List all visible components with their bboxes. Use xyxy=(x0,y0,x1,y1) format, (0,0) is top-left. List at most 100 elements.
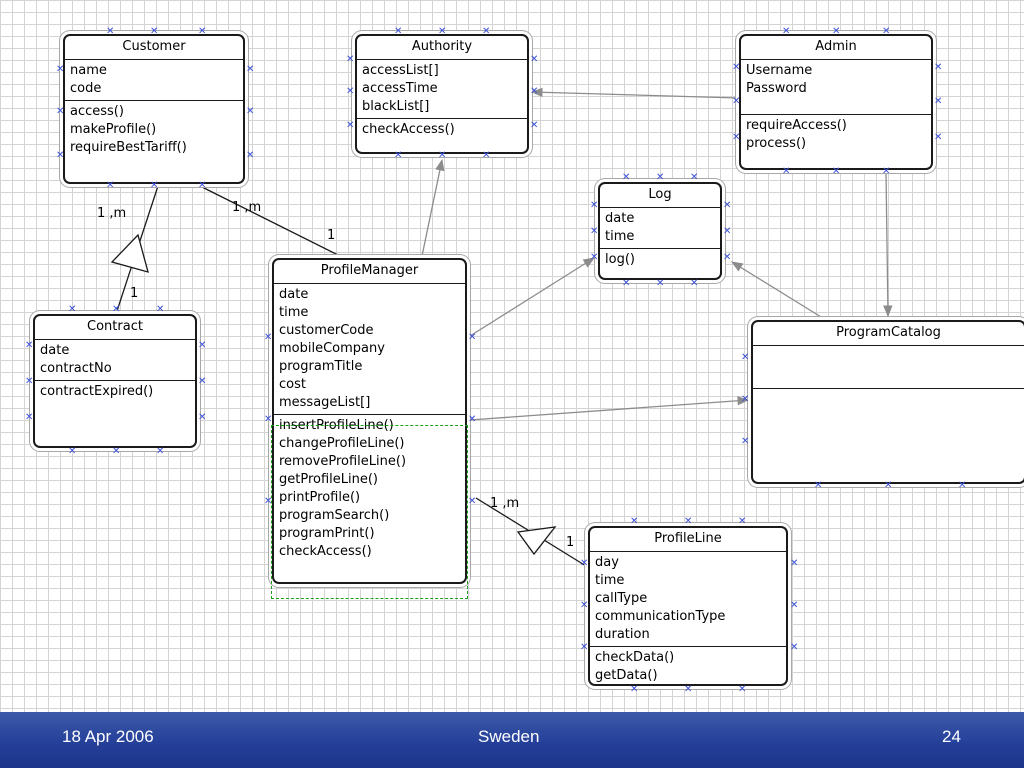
selection-handle-icon[interactable]: ✕ xyxy=(580,558,589,569)
selection-handle-icon[interactable]: ✕ xyxy=(156,446,165,457)
selection-handle-icon[interactable]: ✕ xyxy=(590,252,599,263)
class-contract[interactable]: Contract date contractNo contractExpired… xyxy=(33,314,197,448)
selection-handle-icon[interactable]: ✕ xyxy=(106,26,115,37)
selection-handle-icon[interactable]: ✕ xyxy=(790,558,799,569)
selection-handle-icon[interactable]: ✕ xyxy=(482,150,491,161)
selection-handle-icon[interactable]: ✕ xyxy=(264,332,273,343)
connector-admin-programcatalog[interactable] xyxy=(883,171,893,318)
selection-handle-icon[interactable]: ✕ xyxy=(723,226,732,237)
selection-handle-icon[interactable]: ✕ xyxy=(468,332,477,343)
selection-handle-icon[interactable]: ✕ xyxy=(656,172,665,183)
selection-handle-icon[interactable]: ✕ xyxy=(112,304,121,315)
selection-handle-icon[interactable]: ✕ xyxy=(246,150,255,161)
selection-handle-icon[interactable]: ✕ xyxy=(112,446,121,457)
selection-handle-icon[interactable]: ✕ xyxy=(790,642,799,653)
selection-handle-icon[interactable]: ✕ xyxy=(198,412,207,423)
selection-handle-icon[interactable]: ✕ xyxy=(684,684,693,695)
selection-handle-icon[interactable]: ✕ xyxy=(198,376,207,387)
selection-handle-icon[interactable]: ✕ xyxy=(264,496,273,507)
connector-admin-authority[interactable] xyxy=(530,87,739,99)
selection-handle-icon[interactable]: ✕ xyxy=(790,600,799,611)
selection-handle-icon[interactable]: ✕ xyxy=(246,64,255,75)
class-log[interactable]: Log date time log() xyxy=(598,182,722,280)
selection-handle-icon[interactable]: ✕ xyxy=(590,226,599,237)
selection-handle-icon[interactable]: ✕ xyxy=(394,26,403,37)
selection-handle-icon[interactable]: ✕ xyxy=(346,86,355,97)
selection-handle-icon[interactable]: ✕ xyxy=(590,200,599,211)
selection-handle-icon[interactable]: ✕ xyxy=(832,166,841,177)
selection-handle-icon[interactable]: ✕ xyxy=(68,304,77,315)
selection-handle-icon[interactable]: ✕ xyxy=(438,26,447,37)
selection-handle-icon[interactable]: ✕ xyxy=(832,26,841,37)
selection-handle-icon[interactable]: ✕ xyxy=(246,106,255,117)
selection-handle-icon[interactable]: ✕ xyxy=(580,642,589,653)
selection-handle-icon[interactable]: ✕ xyxy=(530,54,539,65)
selection-handle-icon[interactable]: ✕ xyxy=(934,96,943,107)
class-admin[interactable]: Admin Username Password requireAccess() … xyxy=(739,34,933,170)
connector-profilemanager-programcatalog[interactable] xyxy=(469,396,750,421)
selection-handle-icon[interactable]: ✕ xyxy=(782,26,791,37)
selection-handle-icon[interactable]: ✕ xyxy=(656,278,665,289)
connector-profilemanager-authority[interactable] xyxy=(421,158,445,257)
selection-handle-icon[interactable]: ✕ xyxy=(690,278,699,289)
selection-handle-icon[interactable]: ✕ xyxy=(732,132,741,143)
selection-handle-icon[interactable]: ✕ xyxy=(150,26,159,37)
selection-handle-icon[interactable]: ✕ xyxy=(482,26,491,37)
selection-handle-icon[interactable]: ✕ xyxy=(732,96,741,107)
class-profilemanager[interactable]: ProfileManager date time customerCode mo… xyxy=(272,258,467,584)
selection-handle-icon[interactable]: ✕ xyxy=(741,352,750,363)
selection-handle-icon[interactable]: ✕ xyxy=(25,340,34,351)
diagram-canvas[interactable]: Customer name code access() makeProfile(… xyxy=(0,0,1024,712)
connector-programcatalog-log[interactable] xyxy=(731,261,827,321)
selection-handle-icon[interactable]: ✕ xyxy=(530,120,539,131)
class-programcatalog[interactable]: ProgramCatalog xyxy=(751,320,1024,484)
selection-handle-icon[interactable]: ✕ xyxy=(622,172,631,183)
selection-handle-icon[interactable]: ✕ xyxy=(622,278,631,289)
selection-handle-icon[interactable]: ✕ xyxy=(723,200,732,211)
selection-handle-icon[interactable]: ✕ xyxy=(25,376,34,387)
selection-handle-icon[interactable]: ✕ xyxy=(934,62,943,73)
selection-handle-icon[interactable]: ✕ xyxy=(884,480,893,491)
connector-customer-profilemanager[interactable] xyxy=(199,185,341,257)
selection-handle-icon[interactable]: ✕ xyxy=(741,436,750,447)
selection-handle-icon[interactable]: ✕ xyxy=(394,150,403,161)
selection-handle-icon[interactable]: ✕ xyxy=(738,516,747,527)
selection-handle-icon[interactable]: ✕ xyxy=(690,172,699,183)
selection-handle-icon[interactable]: ✕ xyxy=(198,26,207,37)
selection-handle-icon[interactable]: ✕ xyxy=(882,166,891,177)
selection-handle-icon[interactable]: ✕ xyxy=(580,600,589,611)
selection-handle-icon[interactable]: ✕ xyxy=(934,132,943,143)
selection-handle-icon[interactable]: ✕ xyxy=(958,480,967,491)
selection-handle-icon[interactable]: ✕ xyxy=(882,26,891,37)
selection-handle-icon[interactable]: ✕ xyxy=(732,62,741,73)
connector-profilemanager-log[interactable] xyxy=(469,257,595,337)
selection-handle-icon[interactable]: ✕ xyxy=(56,64,65,75)
selection-handle-icon[interactable]: ✕ xyxy=(346,120,355,131)
selection-handle-icon[interactable]: ✕ xyxy=(468,414,477,425)
selection-handle-icon[interactable]: ✕ xyxy=(814,480,823,491)
selection-handle-icon[interactable]: ✕ xyxy=(156,304,165,315)
selection-handle-icon[interactable]: ✕ xyxy=(346,54,355,65)
selection-handle-icon[interactable]: ✕ xyxy=(738,684,747,695)
selection-handle-icon[interactable]: ✕ xyxy=(106,180,115,191)
class-customer[interactable]: Customer name code access() makeProfile(… xyxy=(63,34,245,184)
selection-handle-icon[interactable]: ✕ xyxy=(684,516,693,527)
selection-handle-icon[interactable]: ✕ xyxy=(264,414,273,425)
selection-handle-icon[interactable]: ✕ xyxy=(630,516,639,527)
selection-handle-icon[interactable]: ✕ xyxy=(438,150,447,161)
class-profileline[interactable]: ProfileLine day time callType communicat… xyxy=(588,526,788,686)
selection-handle-icon[interactable]: ✕ xyxy=(198,340,207,351)
selection-handle-icon[interactable]: ✕ xyxy=(150,180,159,191)
class-authority[interactable]: Authority accessList[] accessTime blackL… xyxy=(355,34,529,154)
selection-handle-icon[interactable]: ✕ xyxy=(25,412,34,423)
selection-handle-icon[interactable]: ✕ xyxy=(468,496,477,507)
selection-handle-icon[interactable]: ✕ xyxy=(56,106,65,117)
selection-handle-icon[interactable]: ✕ xyxy=(198,180,207,191)
selection-handle-icon[interactable]: ✕ xyxy=(723,252,732,263)
selection-handle-icon[interactable]: ✕ xyxy=(68,446,77,457)
selection-handle-icon[interactable]: ✕ xyxy=(530,86,539,97)
selection-handle-icon[interactable]: ✕ xyxy=(630,684,639,695)
selection-handle-icon[interactable]: ✕ xyxy=(741,394,750,405)
selection-handle-icon[interactable]: ✕ xyxy=(782,166,791,177)
selection-handle-icon[interactable]: ✕ xyxy=(56,150,65,161)
